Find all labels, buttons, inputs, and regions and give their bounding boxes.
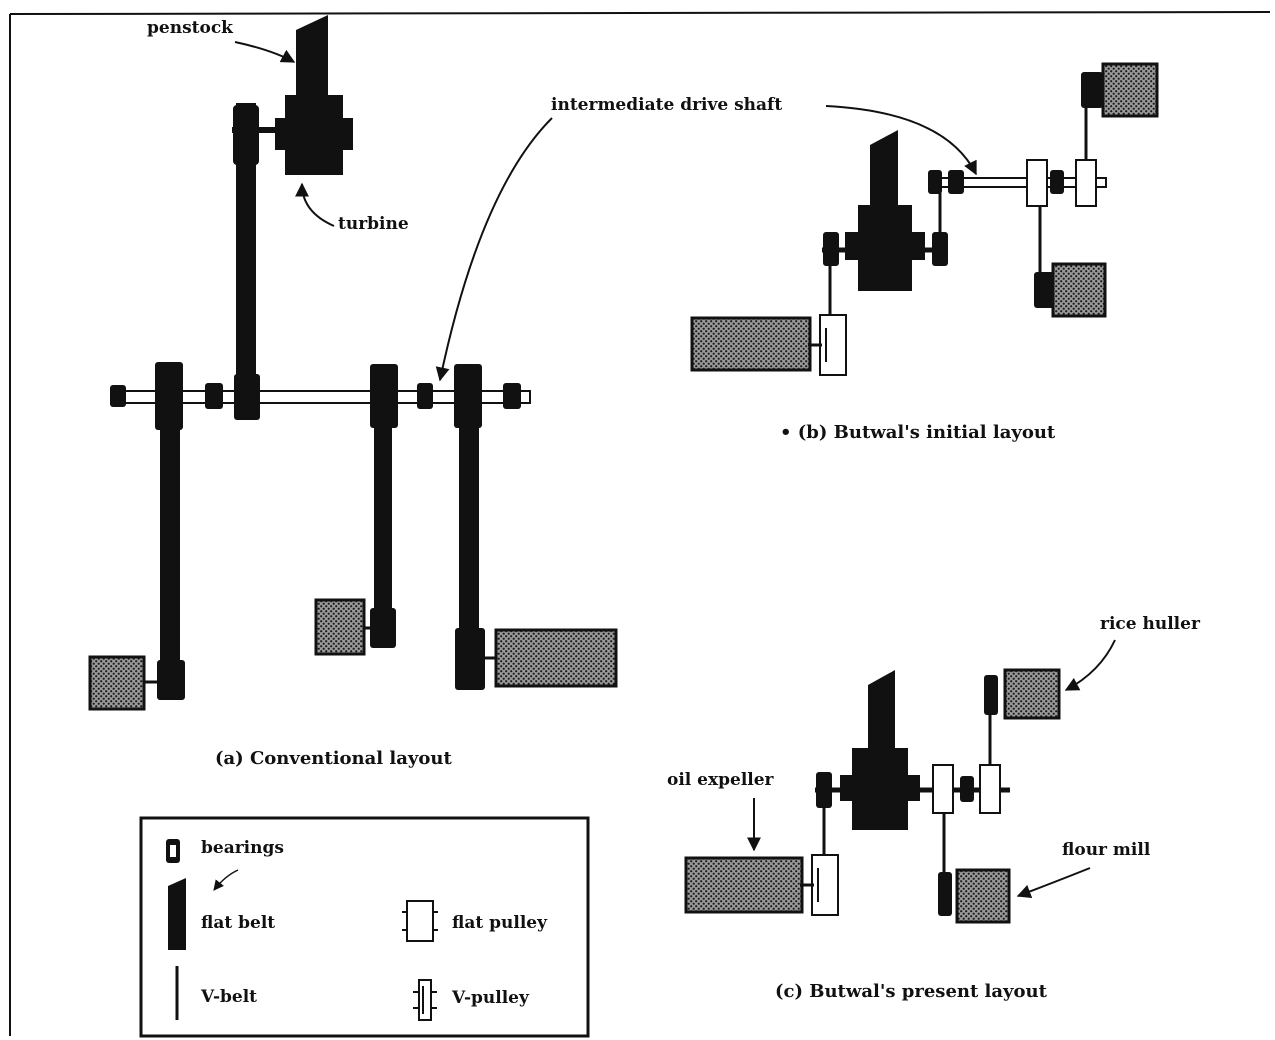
flat-belt-a4	[459, 400, 479, 685]
flat-belt-a2	[160, 400, 180, 690]
penstock-c	[868, 670, 895, 755]
legend-flat-pulley-label: flat pulley	[452, 913, 548, 933]
legend-v-pulley-label: V-pulley	[452, 988, 529, 1008]
v-pulley-icon	[418, 979, 432, 1021]
machine-a3	[494, 628, 618, 688]
flour-mill-label: flour mill	[1062, 840, 1151, 860]
initial-layout	[690, 62, 1159, 376]
intermediate-drive-shaft-label: intermediate drive shaft	[551, 95, 783, 115]
flat-belt-icon	[168, 878, 186, 950]
oil-expeller-machine	[684, 856, 804, 914]
legend-bearings-label: bearings	[201, 838, 284, 858]
machine-b-expeller	[690, 316, 812, 372]
machine-b-upper	[1101, 62, 1159, 118]
conventional-layout	[88, 15, 618, 711]
flat-belt-a1	[236, 103, 256, 393]
legend-v-belt-label: V-belt	[201, 987, 258, 1007]
present-layout	[684, 668, 1061, 924]
machine-a2	[314, 598, 366, 656]
oil-expeller-label: oil expeller	[667, 770, 774, 790]
penstock-a	[296, 15, 328, 105]
leader-arrows	[234, 41, 1116, 899]
penstock-label: penstock	[147, 18, 233, 38]
machine-b-lower	[1051, 262, 1107, 318]
page-frame	[9, 11, 1271, 1036]
legend-flat-belt-label: flat belt	[201, 913, 276, 933]
flour-mill-machine	[955, 868, 1011, 924]
penstock-b	[870, 130, 898, 215]
caption-conventional-layout: (a) Conventional layout	[215, 748, 452, 769]
flat-pulley-icon	[406, 900, 434, 942]
legend-box	[139, 816, 590, 1038]
rice-huller-label: rice huller	[1100, 614, 1200, 634]
turbine-label: turbine	[338, 214, 409, 234]
machine-a1	[88, 655, 146, 711]
caption-initial-layout: • (b) Butwal's initial layout	[780, 422, 1056, 443]
flat-belt-a3	[374, 400, 392, 630]
rice-huller-machine	[1003, 668, 1061, 720]
caption-present-layout: (c) Butwal's present layout	[775, 981, 1047, 1002]
